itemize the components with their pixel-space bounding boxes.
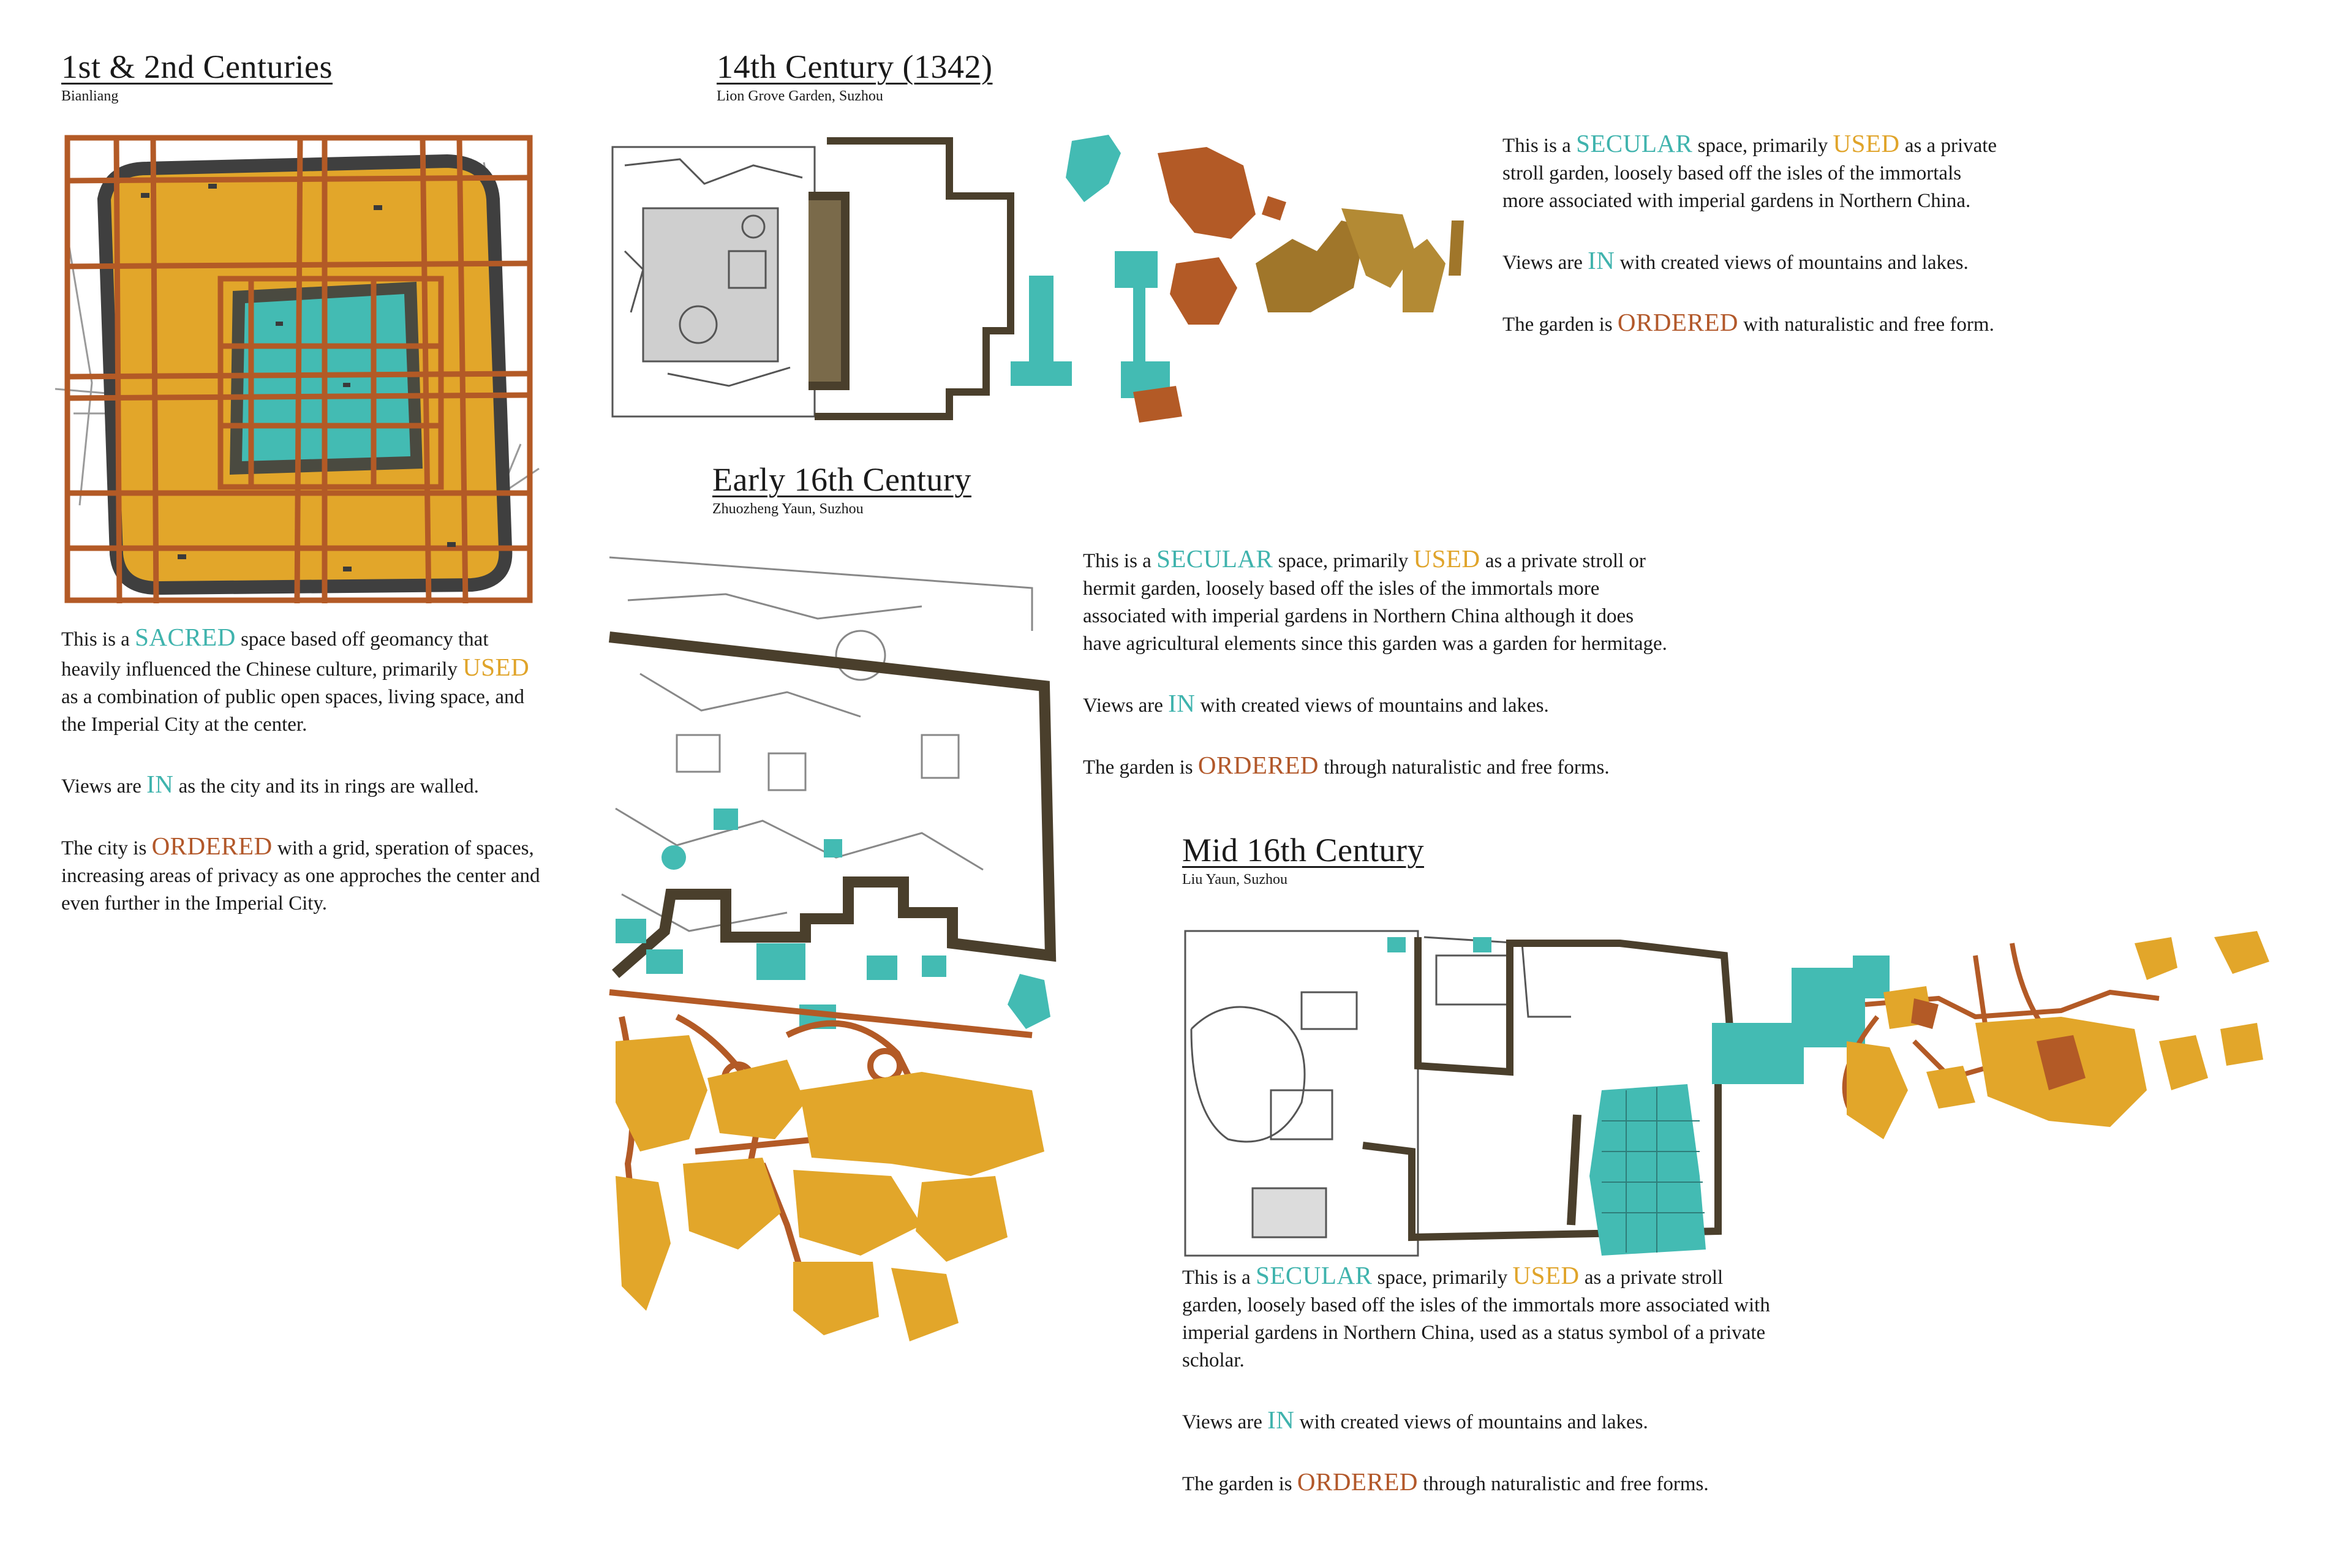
keyword-in: IN xyxy=(1267,1406,1295,1434)
lion-grove-teal-buildings xyxy=(1011,135,1170,398)
keyword-used: USED xyxy=(1413,545,1480,573)
keyword-ordered: ORDERED xyxy=(1297,1468,1418,1496)
s2-paragraph-order: The garden is ORDERED with naturalistic … xyxy=(1502,308,1994,336)
liu-yuan-inner-wall xyxy=(1567,1114,1581,1226)
liu-yuan-teal-buildings xyxy=(1387,937,1890,1256)
keyword-secular: SECULAR xyxy=(1256,1261,1373,1289)
s1-paragraph-order: The city is ORDERED with a grid, sperati… xyxy=(61,832,540,915)
keyword-ordered: ORDERED xyxy=(1617,308,1738,336)
s4-subtitle: Liu Yaun, Suzhou xyxy=(1182,872,1288,888)
lion-grove-lake xyxy=(1256,208,1464,312)
s3-paragraph-use: This is a SECULAR space, primarily USED … xyxy=(1083,545,1667,655)
s4-title: Mid 16th Century xyxy=(1182,832,1424,869)
keyword-used: USED xyxy=(462,653,530,681)
s1-description: This is a SACRED space based off geomanc… xyxy=(61,624,545,918)
liu-yuan-rockery xyxy=(1911,998,2086,1090)
zhuozheng-garden-plan xyxy=(608,556,1057,1341)
s4-paragraph-order: The garden is ORDERED through naturalist… xyxy=(1182,1468,1709,1496)
keyword-used: USED xyxy=(1833,129,1900,157)
lion-grove-garden-plan xyxy=(611,135,1464,423)
lion-grove-building-block xyxy=(809,192,850,390)
s1-paragraph-use: This is a SACRED space based off geomanc… xyxy=(61,623,530,736)
keyword-ordered: ORDERED xyxy=(1197,751,1319,779)
map-label-marks xyxy=(141,184,456,571)
lion-grove-wall xyxy=(815,137,1014,420)
city-grid xyxy=(64,135,533,604)
s2-title: 14th Century (1342) xyxy=(717,48,993,85)
zhuozheng-landmass xyxy=(616,1035,1044,1341)
liu-yuan-linework xyxy=(1184,930,1571,1257)
s2-paragraph-use: This is a SECULAR space, primarily USED … xyxy=(1502,129,1997,213)
zhuozheng-teal-buildings xyxy=(616,809,1050,1029)
bianliang-city-map xyxy=(55,126,545,609)
keyword-used: USED xyxy=(1512,1261,1580,1289)
keyword-in: IN xyxy=(1588,246,1615,274)
s4-paragraph-views: Views are IN with created views of mount… xyxy=(1182,1406,1648,1434)
liu-yuan-wall xyxy=(1362,937,1735,1242)
s3-subtitle: Zhuozheng Yaun, Suzhou xyxy=(712,501,864,517)
keyword-in: IN xyxy=(1168,689,1196,717)
s3-title: Early 16th Century xyxy=(712,461,971,498)
keyword-secular: SECULAR xyxy=(1156,545,1273,573)
s4-paragraph-use: This is a SECULAR space, primarily USED … xyxy=(1182,1261,1770,1372)
lion-grove-rockery xyxy=(1133,147,1286,423)
s4-description: This is a SECULAR space, primarily USED … xyxy=(1182,1262,1770,1498)
s3-paragraph-order: The garden is ORDERED through naturalist… xyxy=(1083,751,1610,779)
keyword-sacred: SACRED xyxy=(135,623,236,651)
lion-grove-linework xyxy=(611,146,816,418)
s2-description: This is a SECULAR space, primarily USED … xyxy=(1502,130,2005,339)
s2-paragraph-views: Views are IN with created views of mount… xyxy=(1502,246,1969,274)
keyword-ordered: ORDERED xyxy=(151,832,273,860)
keyword-in: IN xyxy=(146,770,174,798)
s2-subtitle: Lion Grove Garden, Suzhou xyxy=(717,88,883,104)
s3-paragraph-views: Views are IN with created views of mount… xyxy=(1083,689,1549,717)
s1-title: 1st & 2nd Centuries xyxy=(61,48,333,85)
s1-paragraph-views: Views are IN as the city and its in ring… xyxy=(61,770,479,798)
zhuozheng-wall xyxy=(608,631,1057,978)
liu-yuan-garden-plan xyxy=(1184,930,2269,1257)
zhuozheng-linework xyxy=(609,556,1033,932)
keyword-secular: SECULAR xyxy=(1576,129,1693,157)
liu-yuan-building-grid xyxy=(1602,1087,1705,1253)
liu-yuan-landmass xyxy=(1847,931,2269,1139)
s1-subtitle: Bianliang xyxy=(61,88,119,104)
s3-description: This is a SECULAR space, primarily USED … xyxy=(1083,545,1671,782)
